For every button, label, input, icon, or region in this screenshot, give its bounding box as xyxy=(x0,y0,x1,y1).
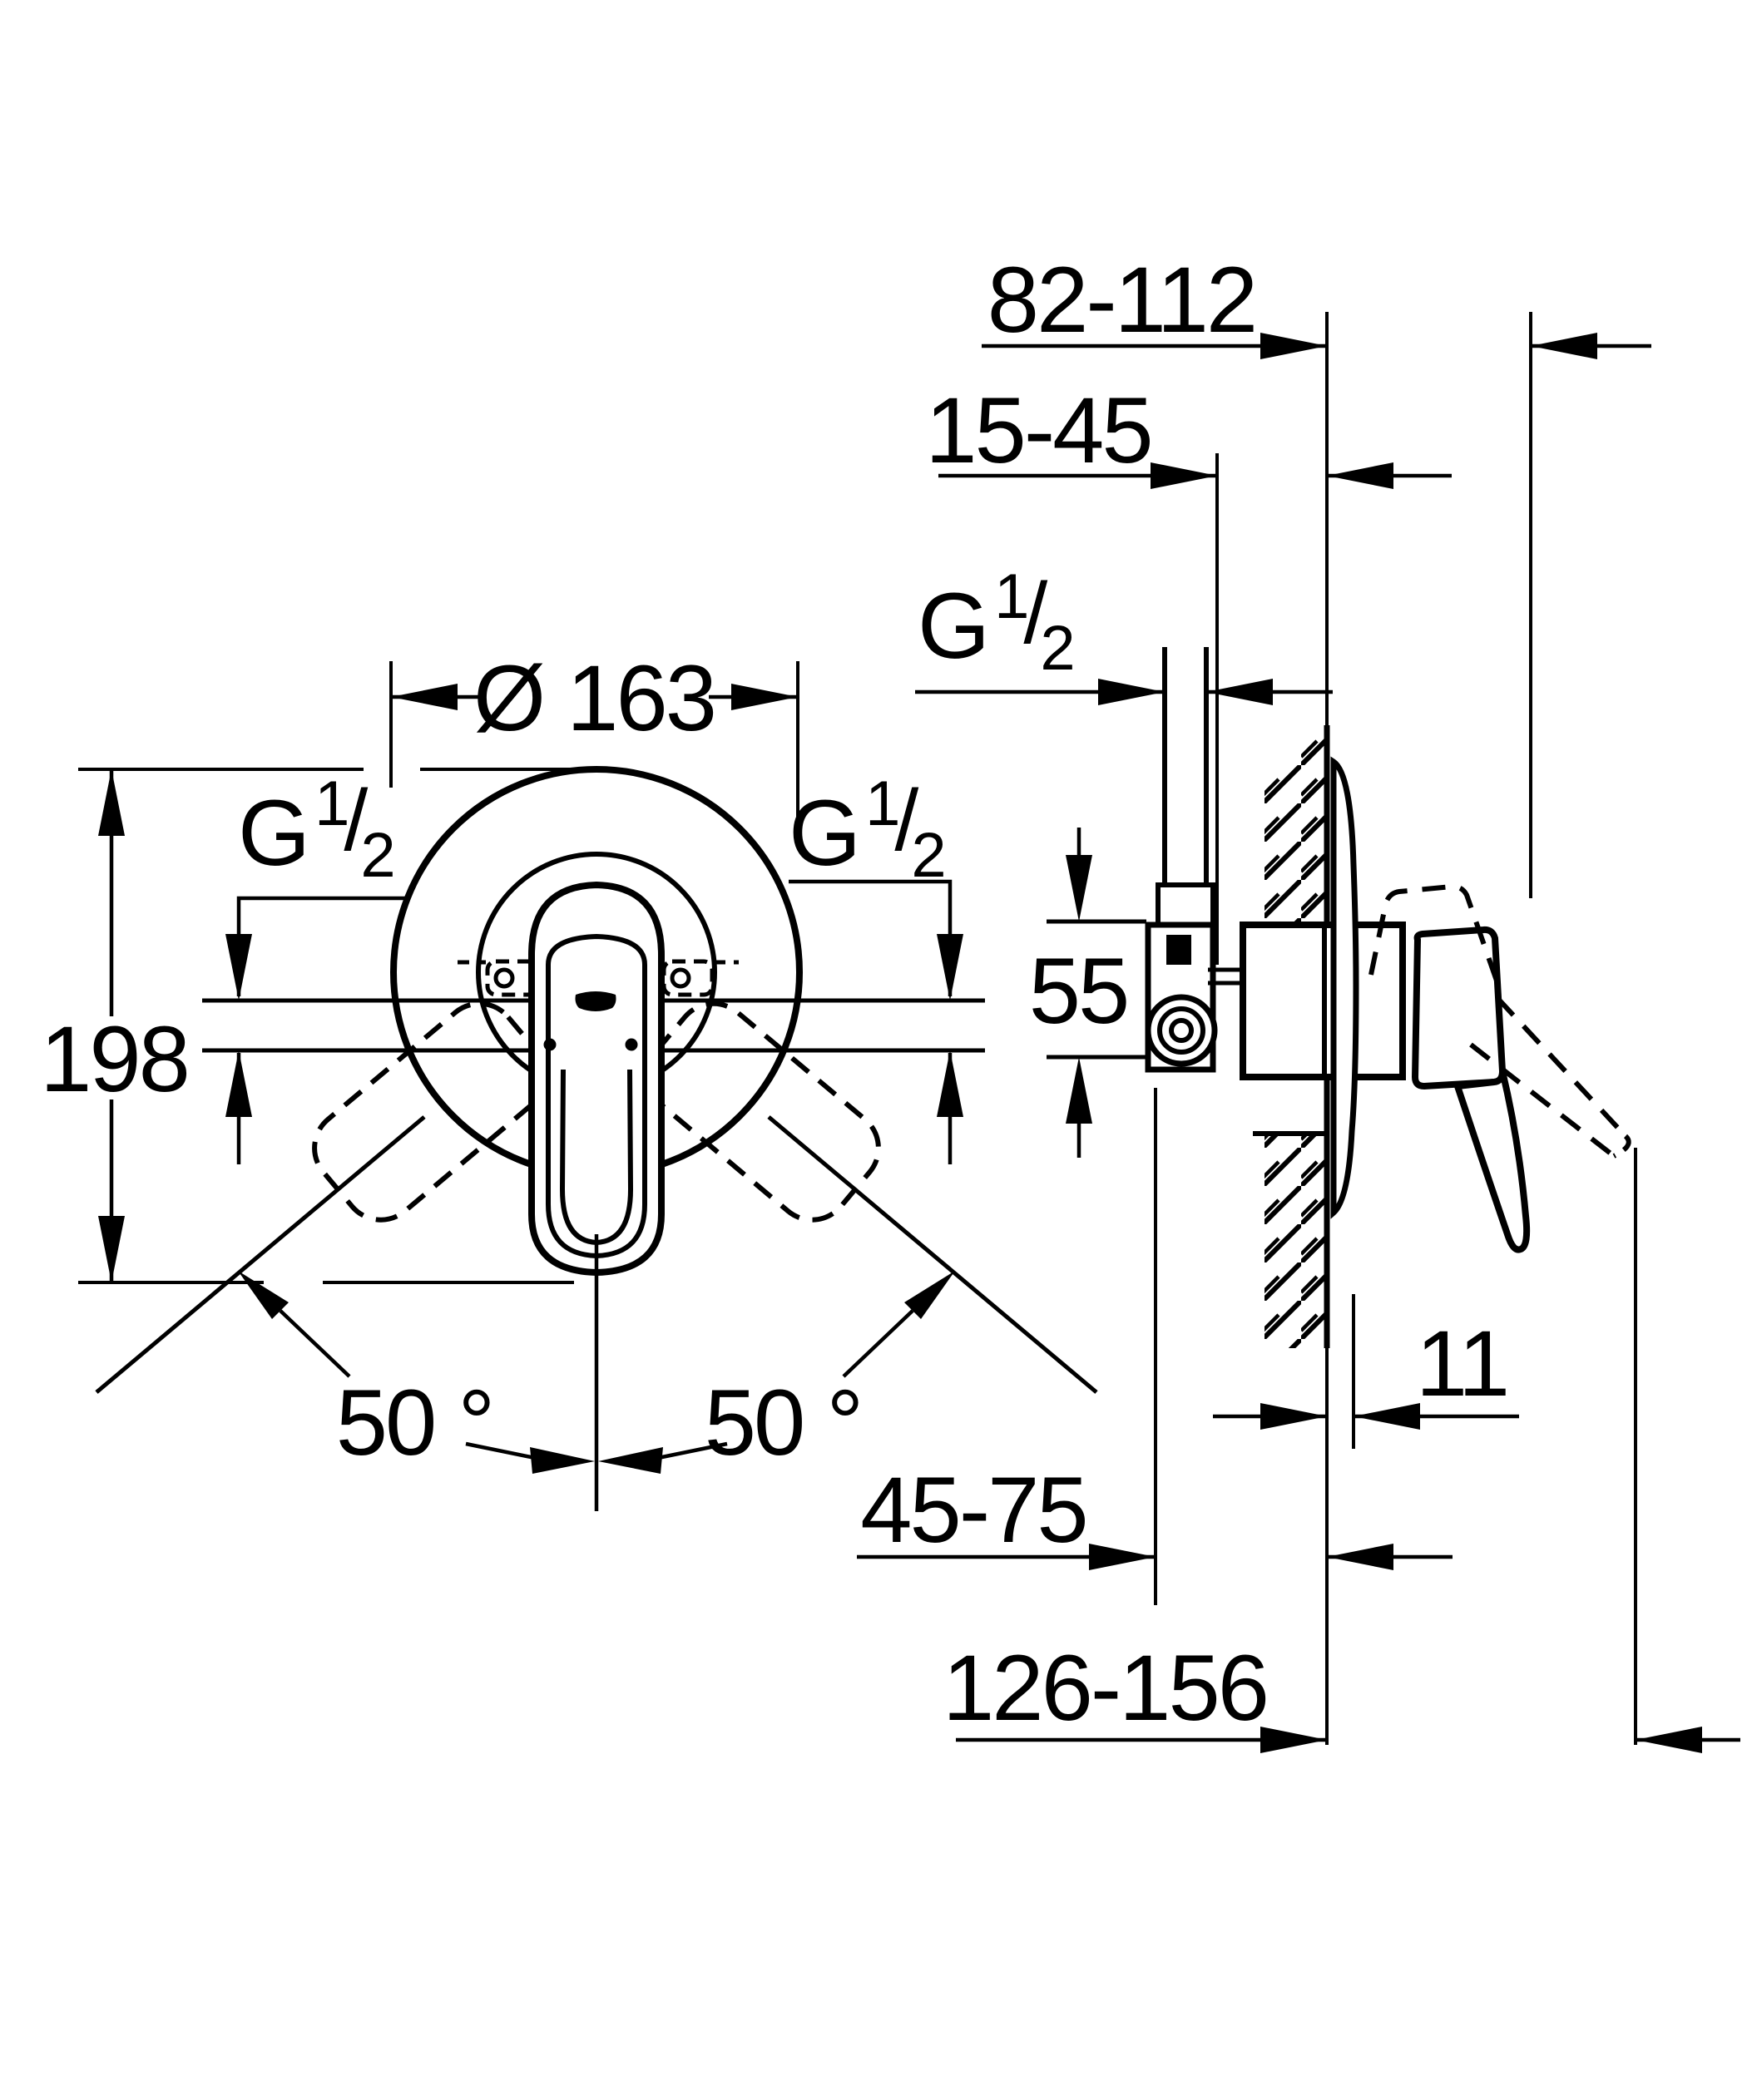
dim-height-label: 198 xyxy=(40,1007,188,1111)
handle-lever-side xyxy=(1453,1070,1531,1253)
arrowhead-up xyxy=(1066,1057,1092,1124)
side-view xyxy=(1145,312,1637,1745)
dim-swing-left-label: 50 ° xyxy=(336,1371,492,1475)
arrowhead-right xyxy=(1260,1403,1327,1430)
arrowhead-down xyxy=(225,934,252,1001)
swing-arrowhead-center-left xyxy=(530,1447,595,1474)
arrowhead-left xyxy=(1531,333,1597,359)
thread-base: G xyxy=(238,781,308,885)
thread-sup: 1 xyxy=(314,768,347,839)
escutcheon-profile xyxy=(1330,756,1359,1219)
arrowhead-up xyxy=(225,1050,252,1117)
handle-lever-dashed-tip xyxy=(1612,1134,1631,1159)
union-right-port xyxy=(670,967,691,989)
union-right-dashed xyxy=(661,959,715,997)
handle-inner-outline-front xyxy=(546,933,647,1259)
handle-lever-dashed-lower xyxy=(1469,1042,1616,1159)
dim-tile-depth: 15-45 xyxy=(925,378,1452,489)
handle-swing-right-dashed xyxy=(644,1001,881,1223)
arrowhead-right xyxy=(1098,679,1165,705)
dim-plate-offset-label: 11 xyxy=(1416,1312,1507,1416)
dim-body-height: 55 xyxy=(1029,828,1146,1158)
arrowhead-right xyxy=(1089,1544,1156,1570)
bracket-slot xyxy=(1166,935,1191,965)
connection-flange-mid xyxy=(1157,1006,1205,1055)
thread-sup: 1 xyxy=(865,768,898,839)
dim-wall-to-handle: 82-112 xyxy=(982,248,1651,359)
handle-cap-side xyxy=(1411,926,1507,1090)
swing-arrow-shaft-ray-left xyxy=(279,1309,351,1378)
dim-height: 198 xyxy=(40,769,191,1282)
thread-sup: 1 xyxy=(994,561,1027,632)
swing-ray-left xyxy=(95,1115,426,1394)
thread-sub: 2 xyxy=(360,820,393,891)
swing-arrow-shaft-center-left xyxy=(465,1441,540,1461)
swing-arrowhead-center-right xyxy=(598,1447,663,1474)
arrowhead-right xyxy=(1260,1727,1327,1753)
connection-flange-inner xyxy=(1169,1018,1194,1043)
arrowhead-up xyxy=(98,769,125,836)
arrowhead-down xyxy=(937,934,963,1001)
wall-hatch-upper xyxy=(1265,725,1327,925)
arrowhead-left xyxy=(1354,1403,1420,1430)
wall-hatch-lower xyxy=(1265,1134,1327,1348)
swing-arrowhead-ray-right xyxy=(904,1271,955,1319)
arrowhead-left xyxy=(1327,1544,1393,1570)
arrowhead-left xyxy=(1206,679,1273,705)
thread-base: G xyxy=(789,781,859,885)
swing-arrow-shaft-center-right xyxy=(653,1441,728,1461)
front-view xyxy=(78,766,1098,1511)
swing-ray-right xyxy=(767,1115,1098,1394)
dim-swing-angles: 50 ° 50 ° xyxy=(336,1371,864,1475)
dim-tile-depth-label: 15-45 xyxy=(925,378,1151,482)
dim-plate-diameter: Ø 163 xyxy=(389,646,799,832)
dim-swing-right-label: 50 ° xyxy=(705,1371,861,1475)
dim-depth-range-label: 45-75 xyxy=(860,1458,1086,1562)
dim-wall-to-handle-label: 82-112 xyxy=(987,248,1255,352)
dim-total-depth: 126-156 xyxy=(943,1636,1740,1753)
pipe-union-nut xyxy=(1156,882,1215,927)
dim-plate-offset: 11 xyxy=(1213,1312,1519,1430)
arrowhead-left xyxy=(391,684,458,710)
dim-body-height-label: 55 xyxy=(1029,939,1128,1043)
union-left-port xyxy=(493,967,515,989)
arrowhead-down xyxy=(98,1216,125,1282)
arrowhead-up xyxy=(937,1050,963,1117)
arrowhead-right xyxy=(731,684,798,710)
thread-sub: 2 xyxy=(911,820,943,891)
leader-line xyxy=(236,896,405,996)
arrowhead-left xyxy=(1636,1727,1702,1753)
leader-line xyxy=(789,879,953,996)
dim-plate-diameter-label: Ø 163 xyxy=(473,646,715,750)
arrowhead-left xyxy=(1327,462,1393,489)
handle-dot-right xyxy=(625,1038,638,1051)
thread-sub: 2 xyxy=(1040,613,1072,684)
handle-dot-left xyxy=(543,1038,557,1051)
handle-swing-left-dashed xyxy=(312,1001,549,1223)
arrowhead-right xyxy=(1260,333,1327,359)
dim-total-depth-label: 126-156 xyxy=(943,1636,1267,1740)
swing-arrowhead-ray-left xyxy=(238,1271,289,1319)
handle-cap-dashed xyxy=(1368,883,1500,984)
arrowhead-down xyxy=(1066,855,1092,922)
handle-mouth-mark xyxy=(575,991,616,1011)
handle-lever-dashed-upper xyxy=(1495,996,1628,1139)
dim-depth-range: 45-75 xyxy=(857,1458,1453,1570)
swing-arrow-shaft-ray-right xyxy=(842,1309,914,1378)
arrowhead-right xyxy=(1151,462,1217,489)
thread-base: G xyxy=(918,574,987,678)
